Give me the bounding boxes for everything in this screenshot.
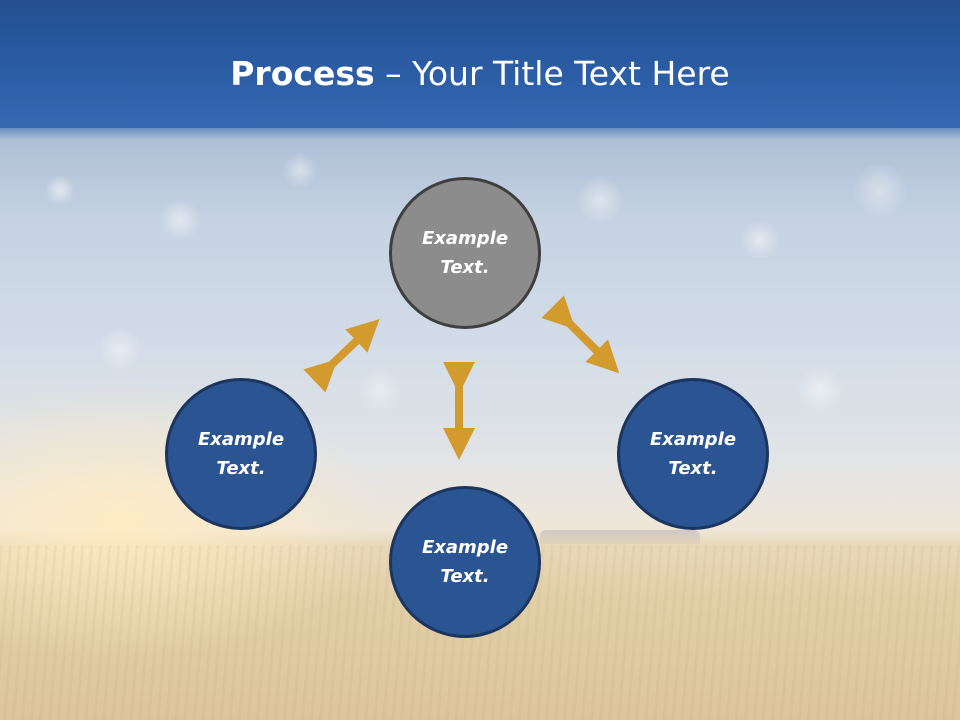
node-right[interactable]: Example Text. <box>617 378 769 530</box>
title-rest: – Your Title Text Here <box>374 54 730 93</box>
node-bottom[interactable]: Example Text. <box>389 486 541 638</box>
node-top-line2: Text. <box>440 257 490 278</box>
slide-title[interactable]: Process – Your Title Text Here <box>0 52 960 96</box>
node-right-line1: Example <box>649 429 737 450</box>
horizon-trees <box>540 530 700 544</box>
node-top-line1: Example <box>421 228 509 249</box>
node-left[interactable]: Example Text. <box>165 378 317 530</box>
node-top[interactable]: Example Text. <box>389 177 541 329</box>
node-bottom-line1: Example <box>421 537 509 558</box>
node-left-line1: Example <box>197 429 285 450</box>
node-right-line2: Text. <box>668 458 718 479</box>
node-bottom-line2: Text. <box>440 566 490 587</box>
node-left-line2: Text. <box>216 458 266 479</box>
title-bold: Process <box>230 54 375 93</box>
title-bar: Process – Your Title Text Here <box>0 0 960 128</box>
